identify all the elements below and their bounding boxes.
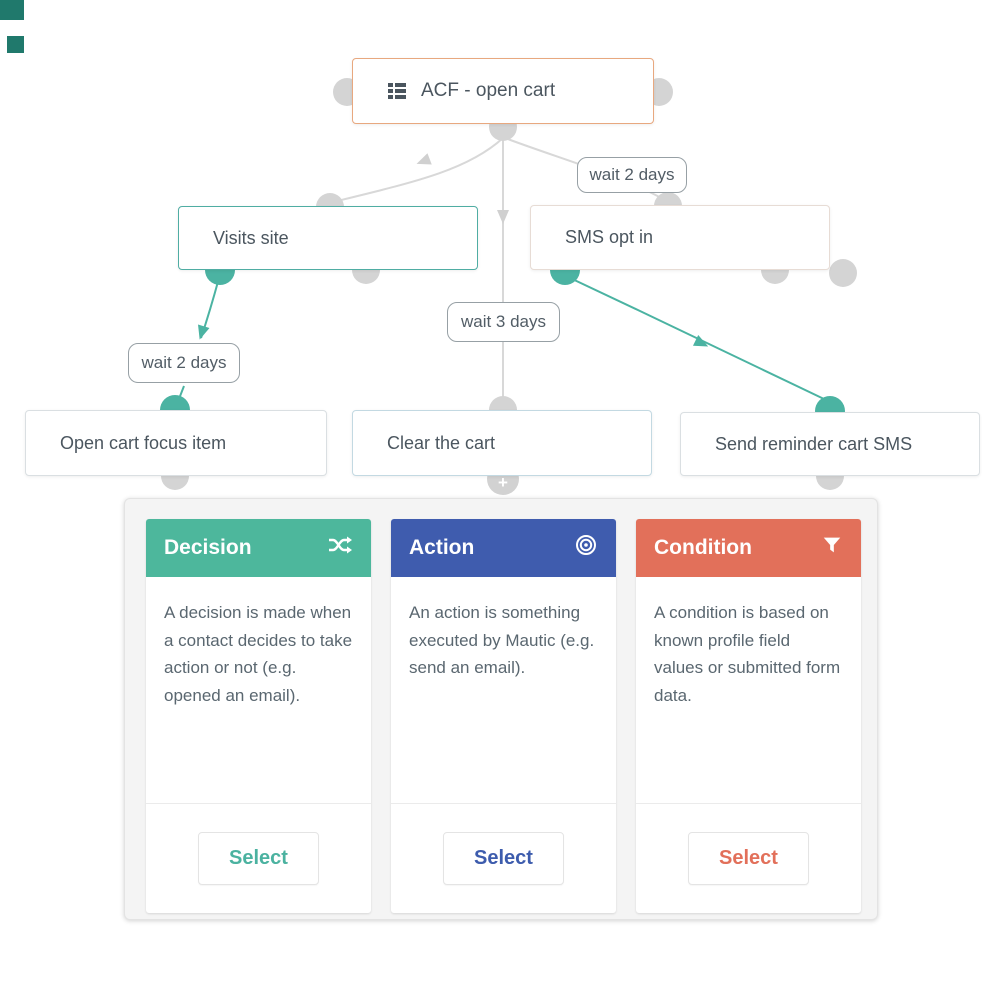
wait-label-center: wait 3 days: [447, 302, 560, 342]
decision-title: Decision: [164, 536, 252, 559]
decision-card-header: Decision: [146, 519, 371, 577]
node-visits-site[interactable]: Visits site: [178, 206, 478, 270]
node-label: Send reminder cart SMS: [715, 433, 913, 454]
condition-card-header: Condition: [636, 519, 861, 577]
node-open-cart-focus-item[interactable]: Open cart focus item: [25, 410, 327, 476]
decision-description: A decision is made when a contact decide…: [164, 603, 353, 705]
node-send-reminder-cart-sms[interactable]: Send reminder cart SMS: [680, 412, 980, 476]
action-select-button[interactable]: Select: [443, 832, 564, 885]
condition-card: Condition A condition is based on known …: [636, 519, 861, 913]
node-acf-open-cart[interactable]: ACF - open cart: [352, 58, 654, 124]
event-type-panel: Decision A decision is made when a conta…: [124, 498, 878, 920]
filter-icon: [821, 534, 843, 562]
action-title: Action: [409, 536, 475, 559]
node-sms-opt-in[interactable]: SMS opt in: [530, 205, 830, 270]
bullseye-icon: [574, 533, 598, 563]
condition-select-button[interactable]: Select: [688, 832, 809, 885]
shuffle-icon: [327, 533, 353, 563]
corner-artifact-1: [0, 0, 24, 20]
node-label: Clear the cart: [387, 432, 496, 453]
gray-arrowheads: [416, 153, 509, 224]
condition-description: A condition is based on known profile fi…: [654, 603, 841, 705]
node-label: SMS opt in: [565, 227, 654, 247]
node-label: Open cart focus item: [60, 432, 227, 453]
action-description: An action is something executed by Mauti…: [409, 603, 595, 678]
corner-artifact-2: [7, 36, 24, 53]
node-clear-the-cart[interactable]: Clear the cart: [352, 410, 652, 476]
wait-label-left: wait 2 days: [128, 343, 240, 383]
node-label: ACF - open cart: [421, 80, 556, 101]
decision-card: Decision A decision is made when a conta…: [146, 519, 371, 913]
list-icon: [387, 81, 407, 101]
decision-select-button[interactable]: Select: [198, 832, 319, 885]
action-card: Action An action is something executed b…: [391, 519, 616, 913]
decision-card-footer: Select: [146, 803, 371, 913]
condition-title: Condition: [654, 536, 752, 559]
action-card-footer: Select: [391, 803, 616, 913]
action-card-header: Action: [391, 519, 616, 577]
wait-label-top-right: wait 2 days: [577, 157, 687, 193]
anchor-sms-bottom-corner[interactable]: [829, 259, 857, 287]
teal-arrowheads: [198, 324, 709, 347]
condition-card-footer: Select: [636, 803, 861, 913]
node-label: Visits site: [213, 227, 289, 248]
